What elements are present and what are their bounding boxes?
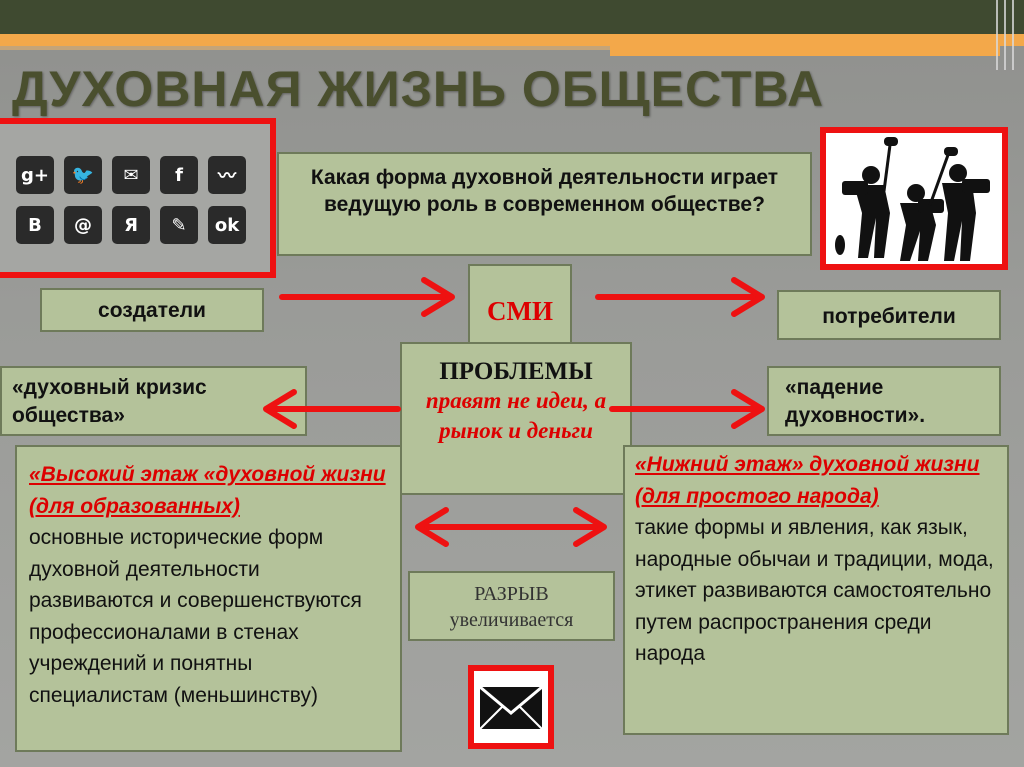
mail-icon: ✉ bbox=[112, 156, 150, 194]
low-floor-box: «Нижний этаж» духовной жизни (для просто… bbox=[623, 445, 1009, 735]
decor-line bbox=[1012, 0, 1014, 70]
media-box: СМИ bbox=[468, 264, 572, 344]
envelope-icon bbox=[479, 685, 543, 730]
top-bar bbox=[0, 0, 1024, 34]
pencil-icon: ✎ bbox=[160, 206, 198, 244]
problems-heading: ПРОБЛЕМЫ bbox=[439, 358, 593, 385]
top-stripe bbox=[0, 34, 1024, 46]
slide-title: ДУХОВНАЯ ЖИЗНЬ ОБЩЕСТВА bbox=[12, 61, 825, 117]
decor-line bbox=[1004, 0, 1006, 70]
consumers-box: потребители bbox=[777, 290, 1001, 340]
gap-box: РАЗРЫВ увеличивается bbox=[408, 571, 615, 641]
gap-line1: РАЗРЫВ bbox=[474, 583, 549, 605]
low-floor-heading: «Нижний этаж» духовной жизни (для просто… bbox=[635, 453, 980, 508]
odnoklassniki-icon: ok bbox=[208, 206, 246, 244]
camera-crew-icon bbox=[835, 137, 990, 261]
top-stripe-right bbox=[610, 46, 1000, 56]
decor-line bbox=[996, 0, 998, 70]
high-floor-heading: «Высокий этаж «духовной жизни (для образ… bbox=[29, 463, 386, 518]
high-floor-body: основные исторические форм духовной деят… bbox=[29, 526, 362, 707]
facebook-icon: f bbox=[160, 156, 198, 194]
yandex-icon: Я bbox=[112, 206, 150, 244]
creators-box: создатели bbox=[40, 288, 264, 332]
crisis-box: «духовный кризис общества» bbox=[0, 366, 307, 436]
problems-box: ПРОБЛЕМЫ правят не идеи, а рынок и деньг… bbox=[400, 342, 632, 495]
at-icon: @ bbox=[64, 206, 102, 244]
arrow-problems-decline bbox=[609, 389, 765, 429]
decline-box: «падение духовности». bbox=[767, 366, 1001, 436]
media-image-panel bbox=[820, 127, 1008, 270]
gap-line2: увеличивается bbox=[449, 609, 574, 631]
twitter-icon: 🐦 bbox=[64, 156, 102, 194]
arrow-creators-to-media bbox=[279, 277, 455, 317]
arrow-gap-double bbox=[415, 507, 607, 547]
question-box: Какая форма духовной деятельности играет… bbox=[277, 152, 812, 256]
vk-icon: B bbox=[16, 206, 54, 244]
arrow-media-to-consumers bbox=[595, 277, 765, 317]
low-floor-body: такие формы и явления, как язык, народны… bbox=[635, 516, 994, 665]
problems-text: правят не идеи, а рынок и деньги bbox=[425, 388, 607, 443]
social-icons-panel: g+ 🐦 ✉ f 〰 B @ Я ✎ ok bbox=[0, 118, 276, 278]
arrow-problems-crisis bbox=[263, 389, 401, 429]
google-plus-icon: g+ bbox=[16, 156, 54, 194]
rss-icon: 〰 bbox=[208, 156, 246, 194]
high-floor-box: «Высокий этаж «духовной жизни (для образ… bbox=[15, 445, 402, 752]
social-icon-grid: g+ 🐦 ✉ f 〰 B @ Я ✎ ok bbox=[16, 156, 246, 244]
top-stripe-thin bbox=[0, 46, 610, 50]
envelope-panel bbox=[468, 665, 554, 749]
